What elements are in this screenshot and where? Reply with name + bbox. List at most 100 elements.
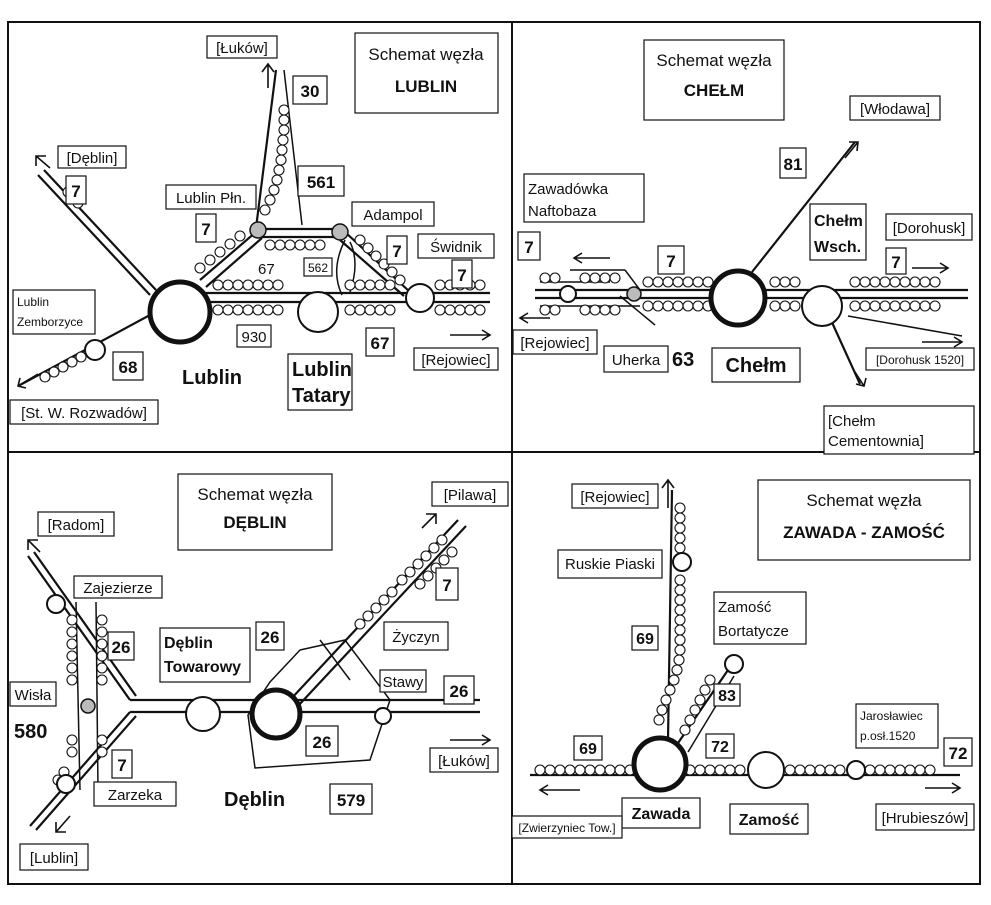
station-lublin xyxy=(147,279,213,345)
chelm-label-wschod-2: Wsch. xyxy=(814,239,861,256)
station-zamosc xyxy=(747,751,785,789)
deblin-line-7-south: 7 xyxy=(117,756,126,775)
lublin-line-930: 930 xyxy=(241,329,266,346)
zawada-label-bortatycze-1: Zamość xyxy=(718,599,772,616)
station-zarzeka xyxy=(56,774,76,794)
chelm-line-63: 63 xyxy=(672,349,694,371)
lublin-tatary-line2: Tatary xyxy=(292,385,351,407)
lublin-label-adampol: Adampol xyxy=(363,207,422,224)
station-lublin-polnoc xyxy=(249,221,267,239)
chelm-label-dorohusk: [Dorohusk] xyxy=(893,220,966,237)
chelm-title-line1: Schemat węzła xyxy=(656,51,772,70)
lublin-label-polnoc: Lublin Płn. xyxy=(176,190,246,207)
zamosc-station-name: Zamość xyxy=(739,812,800,829)
zawada-label-bortatycze-2: Bortatycze xyxy=(718,623,789,640)
lublin-line-68: 68 xyxy=(119,358,138,377)
station-lublin-tatary xyxy=(297,291,339,333)
lublin-line-30: 30 xyxy=(301,82,320,101)
zawada-line-69-west: 69 xyxy=(579,741,597,758)
station-zajezierze xyxy=(46,594,66,614)
zawada-label-jaroslawiec-2: p.osł.1520 xyxy=(860,729,916,743)
lublin-line-7c: 7 xyxy=(392,242,401,261)
lublin-line-7b: 7 xyxy=(201,220,210,239)
deblin-label-wisla: Wisła xyxy=(15,687,52,704)
lublin-line-67-east: 67 xyxy=(371,334,390,353)
deblin-line-579: 579 xyxy=(337,791,365,810)
station-ruskie-piaski xyxy=(672,552,692,572)
chelm-label-rejowiec: [Rejowiec] xyxy=(520,335,589,352)
chelm-label-zawadowka-2: Naftobaza xyxy=(528,203,597,220)
chelm-line-7-west: 7 xyxy=(524,238,533,257)
deblin-label-lukow: [Łuków] xyxy=(438,753,490,770)
station-jaroslawiec xyxy=(846,760,866,780)
deblin-label-zarzeka: Zarzeka xyxy=(108,787,163,804)
station-zawada xyxy=(631,735,689,793)
deblin-towarowy-line2: Towarowy xyxy=(164,659,241,676)
lublin-label-lukow: [Łuków] xyxy=(216,40,268,57)
lublin-label-rozwadow: [St. W. Rozwadów] xyxy=(21,405,147,422)
zawada-label-zwierzyniec: [Zwierzyniec Tow.] xyxy=(518,821,615,835)
zawada-panel: Schemat węzła ZAWADA - ZAMOŚĆ [Rejowiec]… xyxy=(511,478,975,839)
zawada-label-hrubieszow: [Hrubieszów] xyxy=(882,810,969,827)
deblin-label-lublin: [Lublin] xyxy=(30,850,78,867)
deblin-line-26-west: 26 xyxy=(112,638,131,657)
lublin-label-rejowiec: [Rejowiec] xyxy=(421,352,490,369)
station-chelm-wschod xyxy=(801,285,843,327)
deblin-title-line1: Schemat węzła xyxy=(197,485,313,504)
deblin-station-name: Dęblin xyxy=(224,789,285,811)
deblin-line-26-east: 26 xyxy=(450,682,469,701)
chelm-label-zawadowka-1: Zawadówka xyxy=(528,181,609,198)
lublin-line-561: 561 xyxy=(307,173,335,192)
deblin-panel: Schemat węzła DĘBLIN [Pilawa] [Radom] 7 … xyxy=(9,473,509,871)
station-zamosc-bortatycze xyxy=(724,654,744,674)
deblin-line-7-north: 7 xyxy=(442,576,451,595)
chelm-title-line2: CHEŁM xyxy=(684,81,744,100)
zawada-line-69-north: 69 xyxy=(636,631,654,648)
chelm-line-81: 81 xyxy=(784,155,803,174)
station-deblin xyxy=(249,687,303,741)
station-deblin-towarowy xyxy=(185,696,221,732)
lublin-tatary-line1: Lublin xyxy=(292,359,352,381)
deblin-label-zyczyn: Życzyn xyxy=(392,628,440,646)
chelm-station-name: Chełm xyxy=(725,355,786,377)
station-chelm xyxy=(708,268,768,328)
chelm-line-7-east: 7 xyxy=(891,253,900,272)
chelm-label-cementownia-2: Cementownia] xyxy=(828,433,924,450)
deblin-line-26-south: 26 xyxy=(313,733,332,752)
lublin-line-7d: 7 xyxy=(457,266,466,285)
deblin-title-line2: DĘBLIN xyxy=(223,513,286,532)
lublin-line-7a: 7 xyxy=(71,182,80,201)
zawada-label-ruskie-piaski: Ruskie Piaski xyxy=(565,556,655,573)
chelm-label-dorohusk-1520: [Dorohusk 1520] xyxy=(876,353,964,367)
lublin-line-562: 562 xyxy=(308,261,328,275)
deblin-line-26-centre: 26 xyxy=(261,628,280,647)
chelm-panel: Schemat węzła CHEŁM [Włodawa] 81 Zawadów… xyxy=(512,39,975,455)
chelm-line-7-centre: 7 xyxy=(666,252,675,271)
zawada-line-72-centre: 72 xyxy=(711,739,729,756)
zawada-line-72-east: 72 xyxy=(949,744,968,763)
lublin-label-swidnik: Świdnik xyxy=(430,238,482,256)
zawada-title-line1: Schemat węzła xyxy=(806,491,922,510)
chelm-label-wschod-1: Chełm xyxy=(814,213,863,230)
lublin-label-zemborzyce-1: Lublin xyxy=(17,295,49,309)
deblin-label-zajezierze: Zajezierze xyxy=(83,580,152,597)
station-uherka xyxy=(626,286,642,302)
deblin-label-pilawa: [Pilawa] xyxy=(444,487,497,504)
zawada-label-rejowiec: [Rejowiec] xyxy=(580,489,649,506)
chelm-label-wlodawa: [Włodawa] xyxy=(860,101,930,118)
lublin-station-name: Lublin xyxy=(182,367,242,389)
zawada-station-name: Zawada xyxy=(632,806,691,823)
station-swidnik xyxy=(405,283,435,313)
zawada-label-jaroslawiec-1: Jarosławiec xyxy=(860,709,923,723)
lublin-title-line2: LUBLIN xyxy=(395,77,457,96)
station-wisla xyxy=(80,698,96,714)
station-adampol xyxy=(331,223,349,241)
station-zawadowka xyxy=(559,285,577,303)
lublin-panel: Schemat węzła LUBLIN [Łuków] 30 [Dęblin]… xyxy=(9,32,499,425)
station-stawy xyxy=(374,707,392,725)
lublin-line-67-north: 67 xyxy=(258,261,275,278)
chelm-label-uherka: Uherka xyxy=(612,352,661,369)
zawada-title-line2: ZAWADA - ZAMOŚĆ xyxy=(783,523,945,542)
chelm-label-cementownia-1: [Chełm xyxy=(828,413,876,430)
deblin-label-stawy: Stawy xyxy=(383,674,424,691)
